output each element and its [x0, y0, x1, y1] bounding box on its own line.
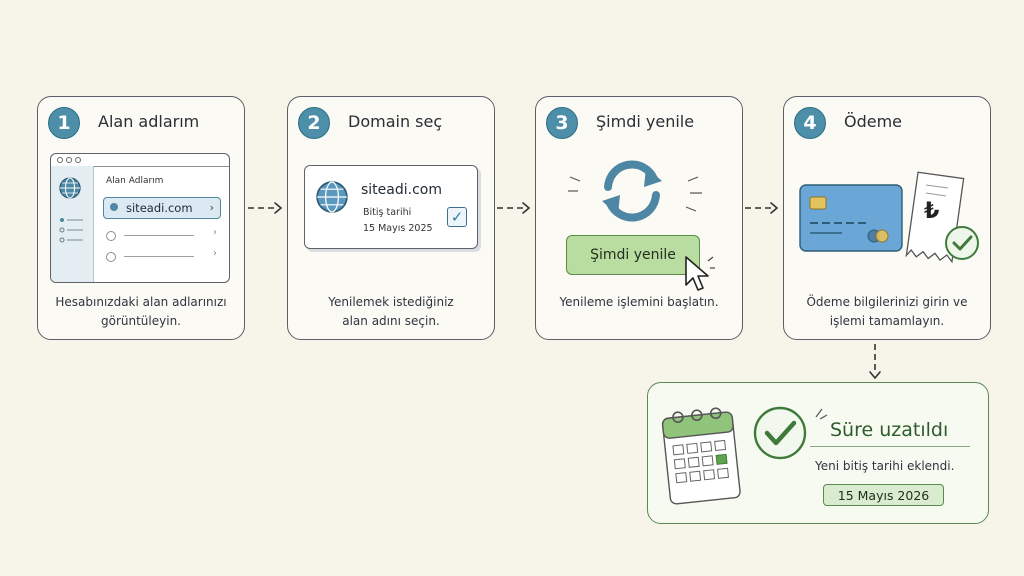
chevron-right-icon: ›	[213, 248, 217, 259]
motion-lines-icon	[568, 176, 702, 212]
domain-list-item[interactable]: ›	[106, 227, 221, 241]
step-description: Ödeme bilgilerinizi girin ve işlemi tama…	[806, 295, 968, 328]
renew-now-button[interactable]: Şimdi yenile	[566, 235, 700, 275]
step-title: Şimdi yenile	[596, 112, 695, 131]
step-number: 4	[794, 107, 826, 139]
step-title: Alan adlarım	[98, 112, 200, 131]
chevron-right-icon: ›	[213, 227, 217, 238]
step-description: Hesabınızdaki alan adlarınızı görüntüley…	[55, 295, 227, 328]
select-checkbox[interactable]: ✓	[447, 207, 467, 227]
step-4-card: 4 Ödeme ₺ Ödeme bilgilerinizi girin ve i…	[783, 96, 991, 340]
step-description: Yenileme işlemini başlatın.	[559, 295, 719, 309]
step-description: Yenilemek istediğiniz alan adını seçin.	[328, 295, 454, 328]
chevron-right-icon: ›	[209, 201, 214, 214]
check-icon	[945, 226, 979, 260]
calendar-icon	[661, 407, 741, 505]
cursor-icon	[685, 256, 715, 291]
step-2-card: 2 Domain seç siteadi.com Bitiş tarihi 15…	[287, 96, 495, 340]
lira-icon: ₺	[924, 199, 940, 224]
step-number: 1	[48, 107, 80, 139]
globe-icon	[59, 177, 81, 199]
browser-mockup: Alan Adlarım siteadi.com › › ›	[50, 153, 230, 283]
check-icon: ✓	[450, 208, 464, 226]
step-number: 2	[298, 107, 330, 139]
domain-list-item[interactable]: ›	[106, 248, 221, 262]
divider	[810, 446, 970, 447]
result-card: Süre uzatıldı Yeni bitiş tarihi eklendi.…	[647, 382, 989, 524]
browser-sidebar	[51, 166, 94, 282]
sparkle-icon	[815, 408, 828, 420]
expiry-label: Bitiş tarihi	[363, 207, 412, 218]
result-subtitle: Yeni bitiş tarihi eklendi.	[815, 459, 955, 473]
expiry-date: 15 Mayıs 2025	[363, 223, 433, 234]
step-3-card: 3 Şimdi yenile Şimdi yenile Yenileme işl…	[535, 96, 743, 340]
domain-list-item-selected[interactable]: siteadi.com ›	[103, 197, 221, 219]
credit-card-icon	[799, 184, 903, 252]
domain-name: siteadi.com	[361, 182, 442, 198]
bullet-icon	[110, 203, 118, 211]
browser-toolbar	[51, 154, 229, 167]
step-title: Domain seç	[348, 112, 443, 131]
step-1-card: 1 Alan adlarım Alan Adlarım siteadi.com	[37, 96, 245, 340]
new-expiry-date: 15 Mayıs 2026	[823, 484, 944, 506]
domain-selection-card[interactable]: siteadi.com Bitiş tarihi 15 Mayıs 2025 ✓	[304, 165, 478, 249]
sidebar-menu-icon	[59, 218, 83, 243]
success-check-icon	[753, 406, 807, 460]
domain-name: siteadi.com	[126, 201, 193, 215]
step-title: Ödeme	[844, 112, 903, 131]
list-header: Alan Adlarım	[106, 176, 164, 186]
step-number: 3	[546, 107, 578, 139]
refresh-icon	[602, 160, 662, 222]
result-title: Süre uzatıldı	[830, 419, 949, 441]
globe-icon	[316, 181, 348, 213]
